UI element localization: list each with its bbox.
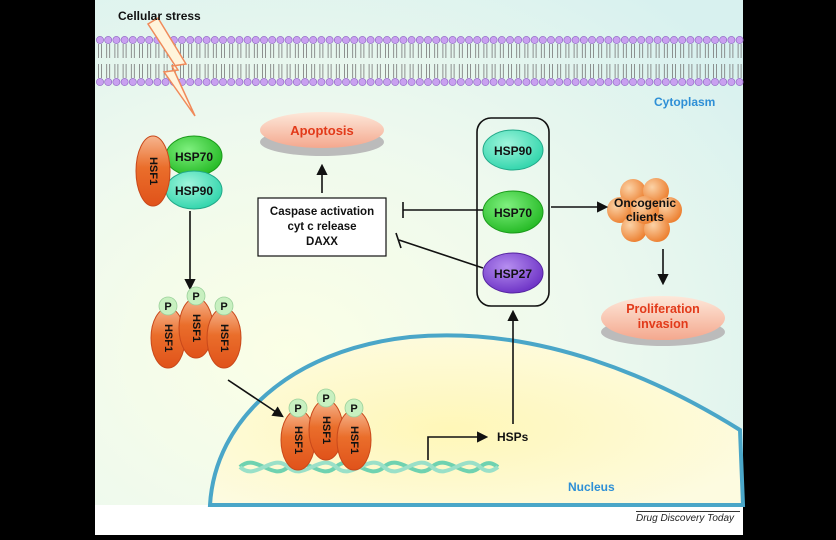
hsf1-monomer: HSF1 P [308,388,344,461]
hsf1-trimer-cytoplasm: HSF1 P HSF1 P HSF1 P [150,286,242,369]
phosphate-label: P [164,301,171,313]
hsp-group-box [476,117,550,307]
hsf1-monomer: HSF1 P [336,398,372,471]
inhibition-lines [395,202,484,269]
phosphate-icon [214,296,234,316]
phosphate-label: P [192,291,199,303]
cell-membrane [96,36,744,86]
hsp27-label: HSP27 [494,267,532,281]
phosphate-icon [288,398,308,418]
phosphate-label: P [294,403,301,415]
inhibit-hsp27 [398,239,484,269]
hsf1-label: HSF1 [218,324,230,352]
lightning-bolt-icon [146,16,196,117]
nucleus-label: Nucleus [568,480,615,494]
phosphate-icon [158,296,178,316]
phosphate-label: P [322,393,329,405]
hsps-label: HSPs [497,430,529,444]
hsf1-label: HSF1 [190,314,202,342]
hsf1-monomer: HSF1 P [206,296,242,369]
complex-hsf1-label: HSF1 [147,157,159,185]
hsf1-monomer: HSF1 P [178,286,214,359]
arrow-transcription [427,431,489,460]
hsf1-trimer-nucleus: HSF1 P HSF1 P HSF1 P [280,388,372,471]
phosphate-icon [344,398,364,418]
dna-helix [238,460,500,474]
hsp70-label: HSP70 [494,206,532,220]
hsp90-label: HSP90 [494,144,532,158]
phosphate-label: P [220,301,227,313]
complex-hsp90-label: HSP90 [175,184,213,198]
cytoplasm-label: Cytoplasm [654,95,715,109]
hsf1-label: HSF1 [348,426,360,454]
hsp70-cytoplasm: HSP70 [482,190,544,234]
hsf1-label: HSF1 [320,416,332,444]
complex-hsp70-label: HSP70 [175,150,213,164]
phosphate-icon [186,286,206,306]
hsf1-label: HSF1 [162,324,174,352]
hsp27-cytoplasm: HSP27 [482,252,544,294]
caption-source: Drug Discovery Today [636,513,735,524]
hsf1-monomer: HSF1 P [150,296,186,369]
cellular-stress-label: Cellular stress [118,9,201,23]
hsf1-label: HSF1 [292,426,304,454]
apoptosis-node: Apoptosis [260,112,384,156]
apoptosis-label: Apoptosis [290,123,354,138]
arrows [184,163,669,460]
hsf1-hsp-complex: HSP70 HSP90 HSF1 [135,135,223,210]
arrow-nuclear-translocation [227,379,284,418]
phosphate-icon [316,388,336,408]
phosphate-label: P [350,403,357,415]
caption-strip [95,505,743,535]
caption-rule [636,511,740,512]
hsp90-cytoplasm: HSP90 [482,129,544,171]
